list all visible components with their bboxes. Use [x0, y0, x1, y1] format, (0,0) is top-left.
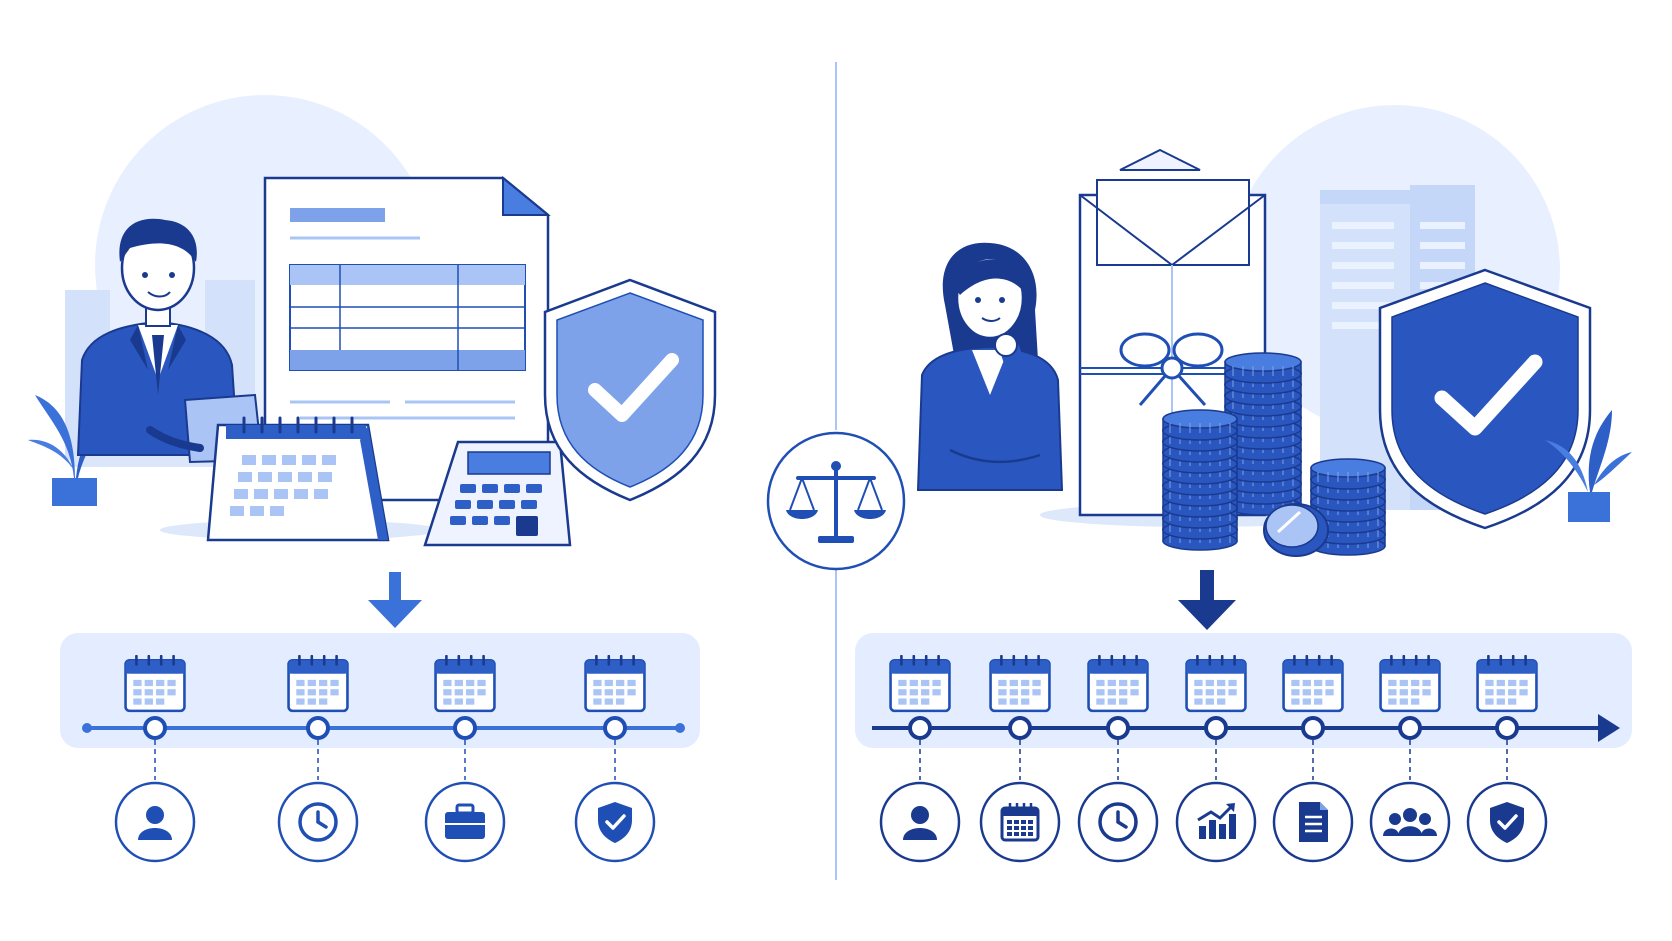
timeline-calendar-icon — [989, 655, 1051, 713]
timeline-node — [1204, 716, 1228, 740]
plant-right — [1545, 410, 1632, 522]
shield-check-icon — [1466, 781, 1548, 863]
calculator — [423, 440, 572, 547]
timeline-calendar-icon — [124, 655, 186, 713]
balance-scale-icon — [766, 431, 906, 571]
timeline-node — [1398, 716, 1422, 740]
timeline-calendar-icon — [1476, 655, 1538, 713]
left-illustration — [28, 95, 717, 547]
timeline-node — [306, 716, 330, 740]
group-icon — [1369, 781, 1451, 863]
timeline-node — [143, 716, 167, 740]
businesswoman — [916, 242, 1064, 491]
timeline-calendar-icon — [889, 655, 951, 713]
bar-chart-icon — [1175, 781, 1257, 863]
calendar-icon — [979, 781, 1061, 863]
plant-left — [28, 395, 112, 506]
timeline-calendar-icon — [287, 655, 349, 713]
coin — [1162, 409, 1238, 441]
clock-icon — [277, 781, 359, 863]
timeline-calendar-icon — [1185, 655, 1247, 713]
briefcase-icon — [424, 781, 506, 863]
arrow-down-left — [368, 572, 422, 628]
timeline-node — [908, 716, 932, 740]
coin — [1224, 352, 1302, 384]
businessman — [76, 218, 264, 464]
timeline-node — [1301, 716, 1325, 740]
shield-check-icon — [1378, 268, 1592, 530]
timeline-calendar-icon — [584, 655, 646, 713]
timeline-node — [453, 716, 477, 740]
timeline-calendar-icon — [434, 655, 496, 713]
timeline-arrowhead — [1598, 714, 1620, 742]
timeline-calendar-icon — [1282, 655, 1344, 713]
desk-calendar — [206, 416, 390, 542]
timeline-node — [1495, 716, 1519, 740]
arrow-down-right — [1178, 570, 1236, 630]
shield-check-icon — [574, 781, 656, 863]
timeline-node — [1008, 716, 1032, 740]
timeline-node — [603, 716, 627, 740]
timeline-calendar-icon — [1087, 655, 1149, 713]
left-timeline — [114, 655, 656, 863]
coin-tilted — [1263, 503, 1329, 557]
document-icon — [1272, 781, 1354, 863]
person-icon — [114, 781, 196, 863]
timeline-node — [1106, 716, 1130, 740]
timeline-calendar-icon — [1379, 655, 1441, 713]
clock-icon — [1077, 781, 1159, 863]
right-illustration — [916, 105, 1632, 557]
shield-check-icon — [543, 278, 717, 502]
document-sheet — [263, 175, 551, 502]
timeline-band-left — [60, 633, 700, 748]
coin-stacks — [1162, 352, 1386, 557]
right-timeline — [879, 655, 1548, 863]
person-icon — [879, 781, 961, 863]
coin — [1310, 458, 1386, 490]
